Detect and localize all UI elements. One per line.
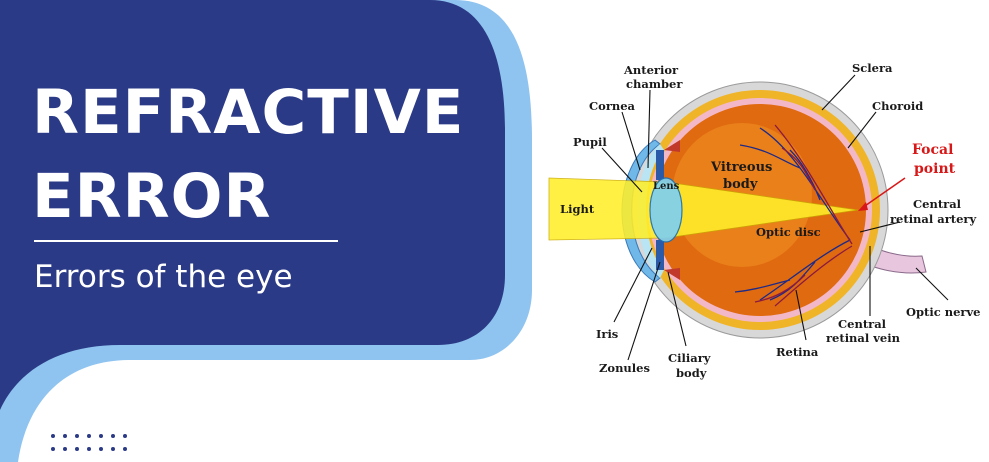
light-beam [548, 177, 859, 241]
ciliary-body [664, 140, 680, 152]
title-divider [34, 240, 338, 242]
label-zonules: Zonules [599, 361, 650, 375]
label-focal-2: point [914, 161, 956, 177]
label-lens: Lens [653, 181, 680, 192]
anterior-chamber [637, 144, 664, 278]
title-line-1: REFRACTIVE [32, 77, 465, 148]
label-choroid: Choroid [872, 99, 923, 113]
dot-pattern [51, 434, 127, 451]
label-optic-nerve: Optic nerve [906, 305, 980, 319]
iris [656, 150, 664, 180]
label-sclera: Sclera [852, 61, 893, 75]
label-vitreous-2: body [723, 177, 758, 192]
label-pupil: Pupil [573, 135, 607, 149]
label-retina: Retina [776, 345, 819, 359]
navy-shape [0, 0, 505, 410]
label-light: Light [560, 202, 595, 216]
label-central-vein-1: Central [838, 317, 887, 331]
eye-diagram: Anterior chamber Cornea Pupil Light Lens… [548, 61, 980, 380]
leader-lines [601, 74, 949, 361]
title-line-2: ERROR [32, 161, 272, 232]
label-focal-1: Focal [912, 142, 953, 158]
label-cornea: Cornea [589, 99, 636, 113]
focal-arrowhead [858, 202, 868, 211]
iris-lower [656, 240, 664, 270]
label-vitreous-1: Vitreous [710, 160, 772, 175]
label-ciliary-1: Ciliary [668, 351, 711, 365]
label-central-artery-1: Central [913, 197, 962, 211]
focal-arrow [861, 177, 906, 209]
ciliary-body-lower [664, 268, 680, 280]
label-iris: Iris [596, 327, 618, 341]
label-central-vein-2: retinal vein [826, 331, 901, 345]
label-central-artery-2: retinal artery [890, 212, 976, 226]
label-optic-disc: Optic disc [756, 225, 821, 239]
label-ciliary-2: body [676, 366, 707, 380]
lens [649, 177, 683, 243]
subtitle: Errors of the eye [34, 259, 293, 295]
retinal-vessels [734, 124, 853, 307]
label-anterior-chamber-1: Anterior [623, 63, 679, 77]
label-anterior-chamber-2: chamber [626, 77, 683, 91]
